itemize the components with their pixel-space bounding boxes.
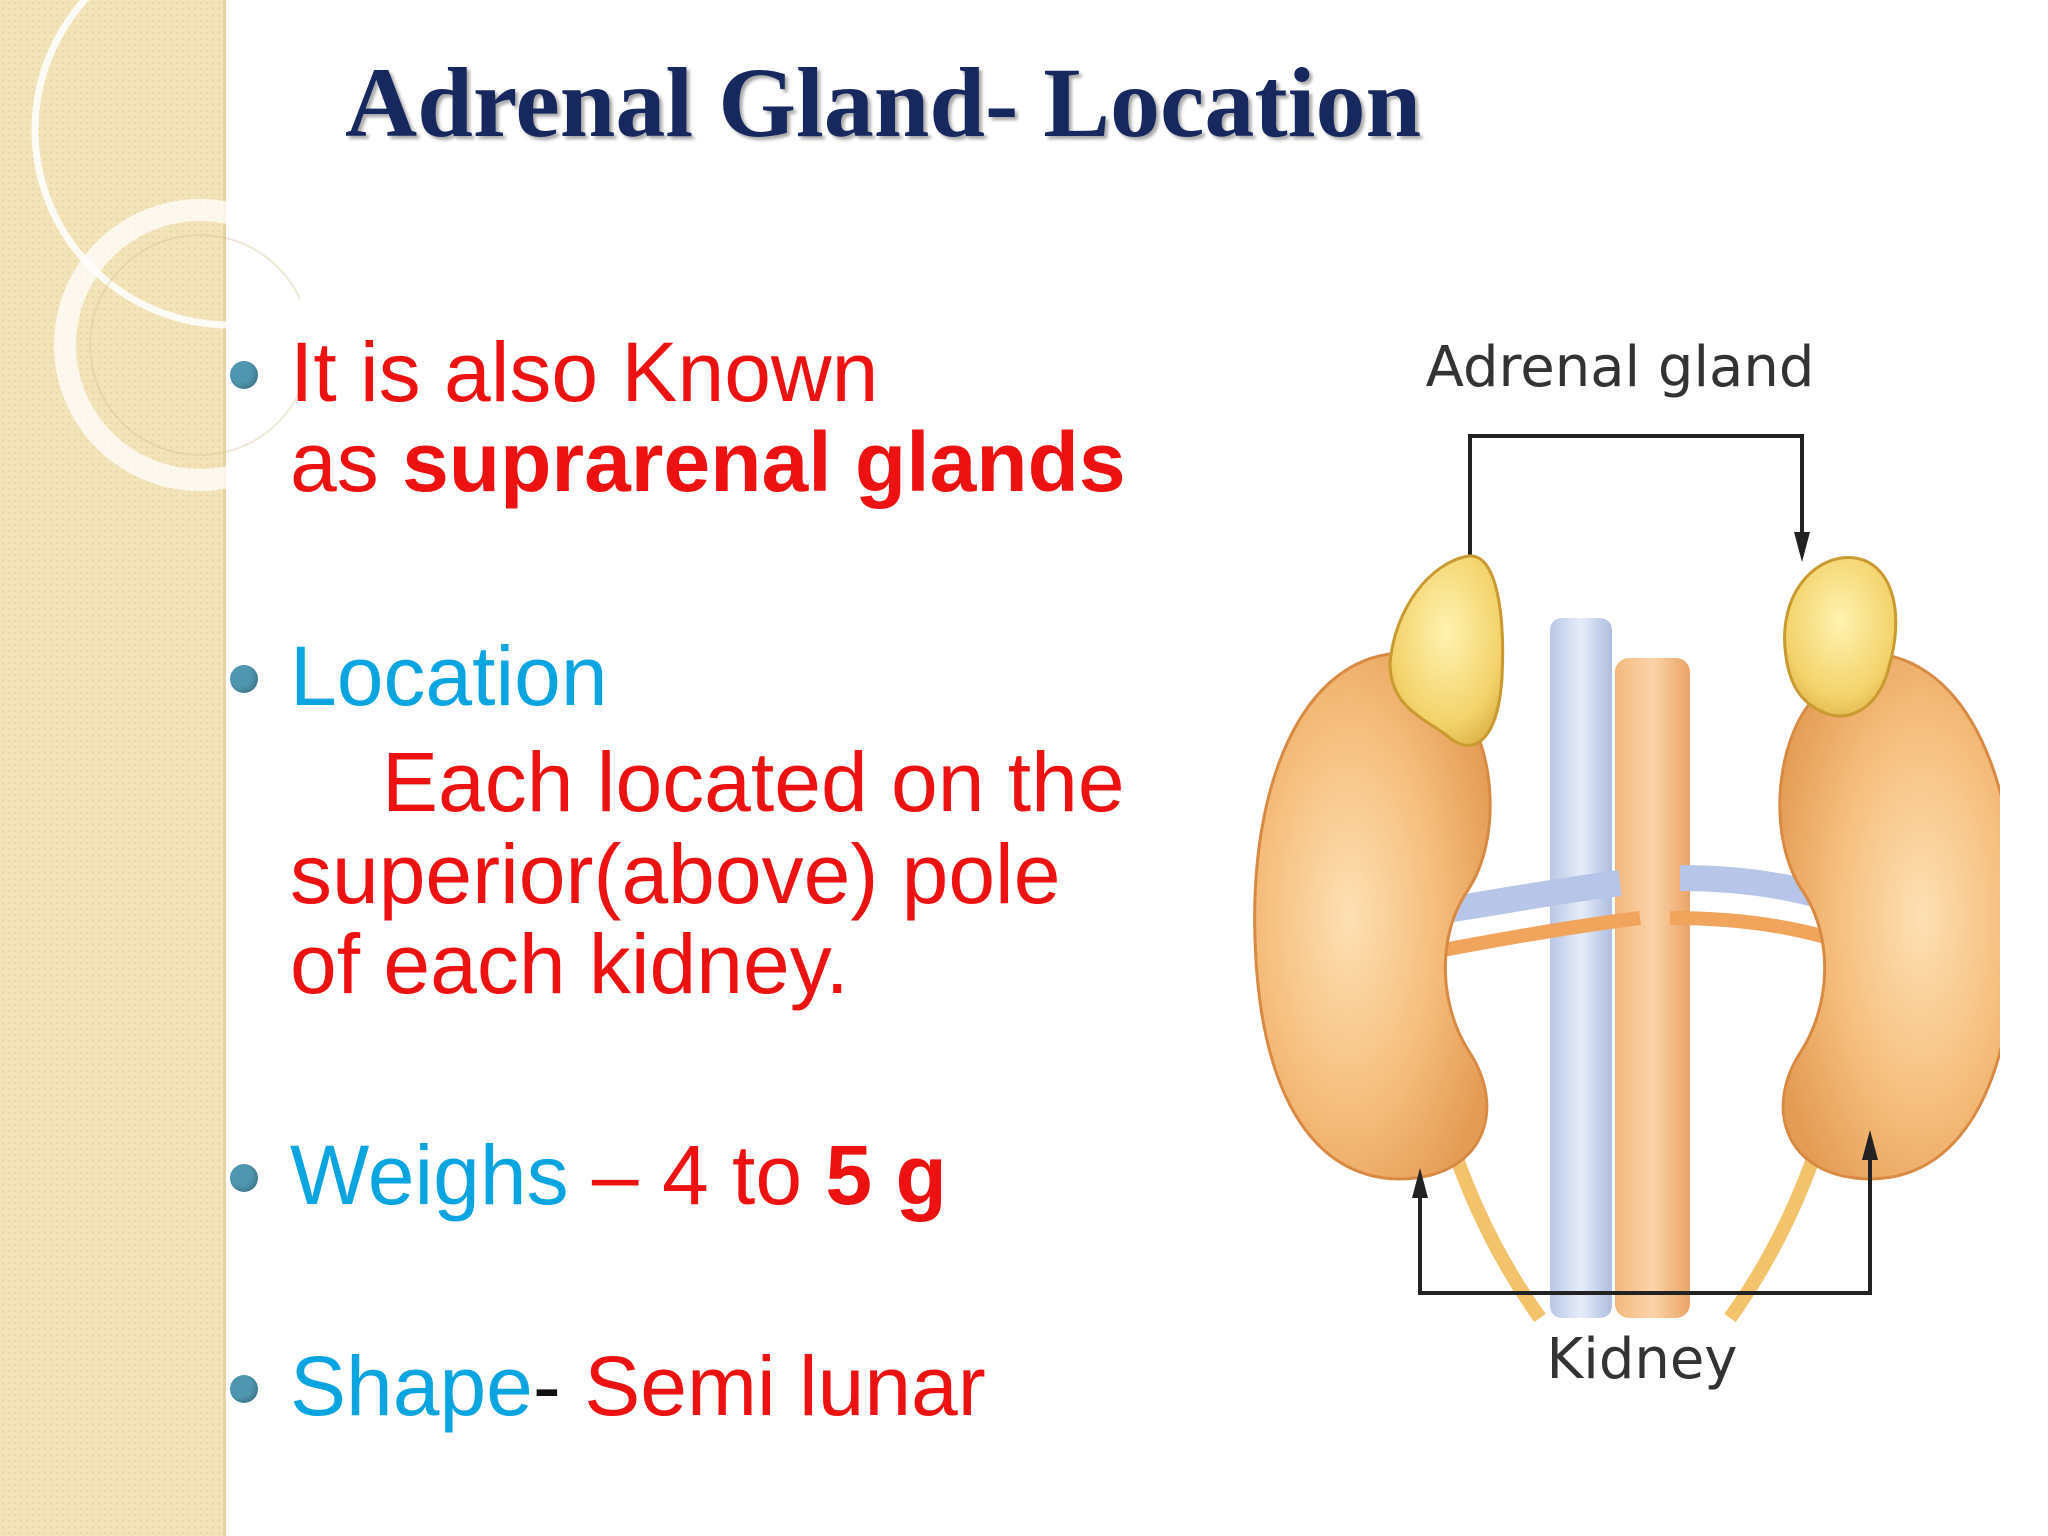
bullet-dot (230, 665, 258, 693)
location-line1: Each located on the (382, 735, 1125, 829)
left-adrenal-gland (1388, 554, 1505, 747)
arrow-down-right (1794, 532, 1810, 562)
shape-value: Semi lunar (560, 1339, 986, 1433)
slide-title: Adrenal Gland- Location (345, 47, 1422, 158)
arrow-up-right (1862, 1130, 1878, 1160)
aorta (1615, 658, 1690, 1318)
arrow-up-left (1412, 1168, 1428, 1198)
adrenal-bracket (1468, 434, 1804, 578)
right-kidney (1778, 651, 2000, 1181)
decorative-rings (31, 0, 300, 491)
location-heading: Location (290, 629, 608, 723)
known-as-line2: as suprarenal glands (290, 417, 1126, 507)
weighs-label: Weighs (290, 1128, 569, 1222)
adrenal-kidney-diagram: Adrenal gland Kidney (1253, 335, 2000, 1392)
kidney-label: Kidney (1547, 1327, 1738, 1392)
bullet-dot (230, 1164, 258, 1192)
adrenal-gland-label: Adrenal gland (1426, 335, 1815, 400)
weighs-line: Weighs – 4 to 5 g (290, 1130, 947, 1220)
bullet-dot (230, 361, 258, 389)
shape-line: Shape- Semi lunar (290, 1341, 986, 1431)
bullet-dot (230, 1375, 258, 1403)
shape-dash: - (532, 1339, 561, 1433)
known-as-line1: It is also Known (290, 325, 879, 419)
right-adrenal-gland (1783, 556, 1898, 718)
location-line2: superior(above) pole (290, 827, 1061, 921)
shape-label: Shape (290, 1339, 533, 1433)
vena-cava (1550, 618, 1612, 1318)
suprarenal-glands-bold: suprarenal glands (402, 415, 1126, 509)
weighs-bold: 5 g (825, 1128, 947, 1222)
known-as-prefix: as (290, 415, 403, 509)
weighs-range: – 4 to (568, 1128, 826, 1222)
kidney-bracket (1418, 1148, 1872, 1295)
location-line3: of each kidney. (290, 917, 849, 1011)
left-kidney (1253, 651, 1492, 1181)
